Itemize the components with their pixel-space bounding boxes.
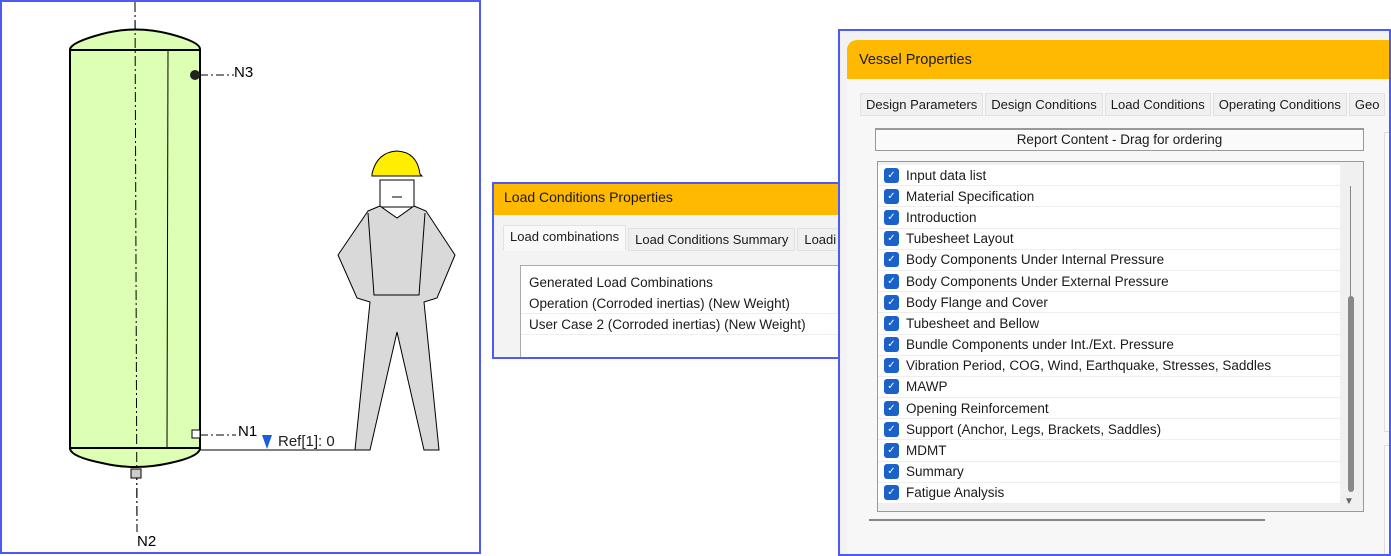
- side-panel: [1384, 445, 1389, 554]
- report-item-label: Tubesheet and Bellow: [906, 315, 1040, 331]
- report-item-label: Input data list: [906, 167, 987, 183]
- checkbox-checked-icon[interactable]: ✓: [884, 231, 899, 247]
- report-item-label: Fatigue Analysis: [906, 485, 1005, 501]
- checkbox-checked-icon[interactable]: ✓: [884, 358, 899, 374]
- report-item[interactable]: ✓ Tubesheet and Bellow: [878, 313, 1340, 335]
- report-item[interactable]: ✓ Summary: [878, 462, 1340, 483]
- checkbox-checked-icon[interactable]: ✓: [884, 188, 899, 204]
- report-item[interactable]: ✓ Body Components Under Internal Pressure: [878, 250, 1340, 271]
- tab-design-conditions[interactable]: Design Conditions: [985, 93, 1103, 116]
- tab-bar: Design Parameters Design Conditions Load…: [860, 93, 1387, 116]
- load-combinations-list: Generated Load Combinations Operation (C…: [520, 265, 838, 357]
- report-item[interactable]: ✓ Body Flange and Cover: [878, 292, 1340, 314]
- checkbox-checked-icon[interactable]: ✓: [884, 252, 899, 268]
- report-item-label: Body Components Under Internal Pressure: [906, 252, 1165, 268]
- report-item[interactable]: ✓ Opening Reinforcement: [878, 398, 1340, 420]
- report-item-label: Vibration Period, COG, Wind, Earthquake,…: [906, 358, 1272, 374]
- report-item-label: Opening Reinforcement: [906, 400, 1049, 416]
- report-item-label: Tubesheet Layout: [906, 231, 1014, 247]
- report-item[interactable]: ✓ MAWP: [878, 377, 1340, 399]
- scrollbar[interactable]: [1348, 186, 1354, 492]
- report-item[interactable]: ✓ Vibration Period, COG, Wind, Earthquake…: [878, 356, 1340, 377]
- checkbox-checked-icon[interactable]: ✓: [884, 464, 899, 480]
- horizontal-scrollbar[interactable]: [869, 519, 1265, 521]
- report-item[interactable]: ✓ Tubesheet Layout: [878, 229, 1340, 250]
- checkbox-checked-icon[interactable]: ✓: [884, 400, 899, 416]
- checkbox-checked-icon[interactable]: ✓: [884, 337, 899, 353]
- report-item-label: Bundle Components under Int./Ext. Pressu…: [906, 337, 1174, 353]
- report-item[interactable]: ✓ Input data list: [878, 165, 1340, 187]
- report-item[interactable]: ✓ Introduction: [878, 207, 1340, 229]
- ref-label: Ref[1]: 0: [278, 433, 335, 450]
- checkbox-checked-icon[interactable]: ✓: [884, 379, 899, 395]
- report-item-label: Introduction: [906, 209, 977, 225]
- report-item-label: Body Flange and Cover: [906, 294, 1048, 310]
- scroll-down-icon[interactable]: ▼: [1344, 496, 1354, 507]
- tab-operating-conditions[interactable]: Operating Conditions: [1212, 93, 1347, 116]
- report-item-label: Summary: [906, 464, 964, 480]
- checkbox-checked-icon[interactable]: ✓: [884, 421, 899, 437]
- ref-marker-icon: [262, 435, 272, 449]
- report-item-label: Body Components Under External Pressure: [906, 273, 1169, 289]
- tab-load-combinations[interactable]: Load combinations: [503, 225, 627, 251]
- report-item[interactable]: ✓ Fatigue Analysis: [878, 483, 1340, 504]
- nozzle-n2[interactable]: [130, 468, 142, 479]
- vessel[interactable]: [69, 2, 201, 533]
- vessel-drawing: N3 N1 N2 Ref[1]: 0: [69, 2, 456, 550]
- vessel-properties-panel: Vessel Properties Design Parameters Desi…: [838, 29, 1391, 556]
- tab-geometry[interactable]: Geo: [1348, 93, 1386, 116]
- scrollbar-thumb[interactable]: [1348, 296, 1354, 492]
- list-heading: Generated Load Combinations: [529, 275, 713, 290]
- vessel-drawing-panel: N3 N1 N2 Ref[1]: 0: [0, 0, 481, 554]
- tab-bar: Load combinations Load Conditions Summar…: [503, 225, 838, 251]
- list-item[interactable]: User Case 2 (Corroded inertias) (New Wei…: [521, 314, 838, 335]
- report-item[interactable]: ✓ Support (Anchor, Legs, Brackets, Saddle…: [878, 419, 1340, 441]
- checkbox-checked-icon[interactable]: ✓: [884, 209, 899, 225]
- report-content-header[interactable]: Report Content - Drag for ordering: [875, 128, 1364, 151]
- panel-title: Load Conditions Properties: [494, 184, 838, 215]
- report-item[interactable]: ✓ Body Components Under External Pressure: [878, 271, 1340, 293]
- checkbox-checked-icon[interactable]: ✓: [884, 315, 899, 331]
- person-scale-figure: [337, 150, 456, 451]
- report-item-label: Support (Anchor, Legs, Brackets, Saddles…: [906, 421, 1162, 437]
- report-item-label: MAWP: [906, 379, 948, 395]
- report-item[interactable]: ✓ Material Specification: [878, 186, 1340, 208]
- tab-load-conditions-summary[interactable]: Load Conditions Summary: [628, 228, 796, 251]
- report-item-label: Material Specification: [906, 188, 1035, 204]
- side-panel: [1384, 132, 1389, 432]
- panel-title: Vessel Properties: [847, 40, 1389, 79]
- nozzle-n1[interactable]: [191, 429, 201, 439]
- report-item-label: MDMT: [906, 443, 947, 459]
- nozzle-n3[interactable]: [190, 70, 200, 80]
- list-item[interactable]: Operation (Corroded inertias) (New Weigh…: [521, 293, 838, 314]
- nozzle-label-n3: N3: [234, 64, 253, 81]
- checkbox-checked-icon[interactable]: ✓: [884, 273, 899, 289]
- load-conditions-panel: Load Conditions Properties Load combinat…: [492, 182, 840, 359]
- report-item[interactable]: ✓ MDMT: [878, 440, 1340, 462]
- nozzle-label-n1: N1: [238, 423, 257, 440]
- report-item[interactable]: ✓ Bundle Components under Int./Ext. Press…: [878, 335, 1340, 356]
- report-content-list: ✓Input data list✓Material Specification✓…: [877, 161, 1364, 512]
- checkbox-checked-icon[interactable]: ✓: [884, 485, 899, 501]
- nozzle-label-n2: N2: [137, 533, 156, 550]
- tab-load-conditions[interactable]: Load Conditions: [1104, 93, 1211, 116]
- tab-loadings[interactable]: Loadi: [797, 228, 838, 251]
- checkbox-checked-icon[interactable]: ✓: [884, 443, 899, 459]
- checkbox-checked-icon[interactable]: ✓: [884, 294, 899, 310]
- tab-design-parameters[interactable]: Design Parameters: [860, 93, 984, 116]
- checkbox-checked-icon[interactable]: ✓: [884, 167, 899, 183]
